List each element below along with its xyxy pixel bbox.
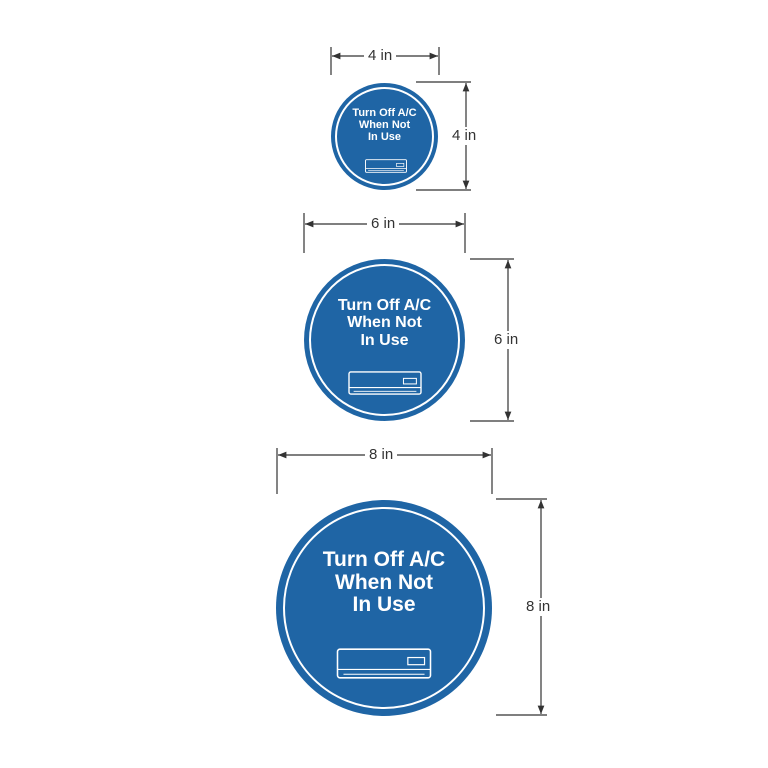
sign-line-3: In Use	[360, 331, 409, 349]
air-conditioner-icon	[365, 159, 407, 173]
sign-message: Turn Off A/C When Not In Use	[331, 107, 438, 144]
small-sign-width-label: 4 in	[364, 47, 397, 65]
sign-line-2: When Not	[335, 570, 433, 594]
air-conditioner-icon	[336, 648, 432, 679]
sign-line-3: In Use	[352, 593, 416, 617]
small-sign-height-label: 4 in	[448, 127, 481, 145]
medium-sign: Turn Off A/C When Not In Use	[304, 259, 465, 421]
sign-message: Turn Off A/C When Not In Use	[276, 548, 492, 617]
sign-line-3: In Use	[367, 130, 401, 143]
sign-line-2: When Not	[347, 314, 422, 332]
large-sign-width-label: 8 in	[365, 446, 398, 464]
small-sign: Turn Off A/C When Not In Use	[331, 83, 438, 190]
sign-line-2: When Not	[358, 118, 411, 131]
sign-border-ring	[309, 264, 460, 416]
large-sign-height-label: 8 in	[522, 598, 555, 616]
medium-sign-height-label: 6 in	[490, 331, 523, 349]
sign-line-1: Turn Off A/C	[337, 297, 432, 314]
sign-line-1: Turn Off A/C	[322, 548, 446, 571]
sign-message: Turn Off A/C When Not In Use	[304, 297, 465, 349]
sign-line-1: Turn Off A/C	[352, 107, 417, 119]
medium-sign-width-label: 6 in	[367, 215, 400, 233]
air-conditioner-icon	[348, 371, 422, 395]
sign-border-ring	[283, 507, 485, 709]
large-sign: Turn Off A/C When Not In Use	[276, 500, 492, 716]
sign-border-ring	[335, 87, 434, 186]
